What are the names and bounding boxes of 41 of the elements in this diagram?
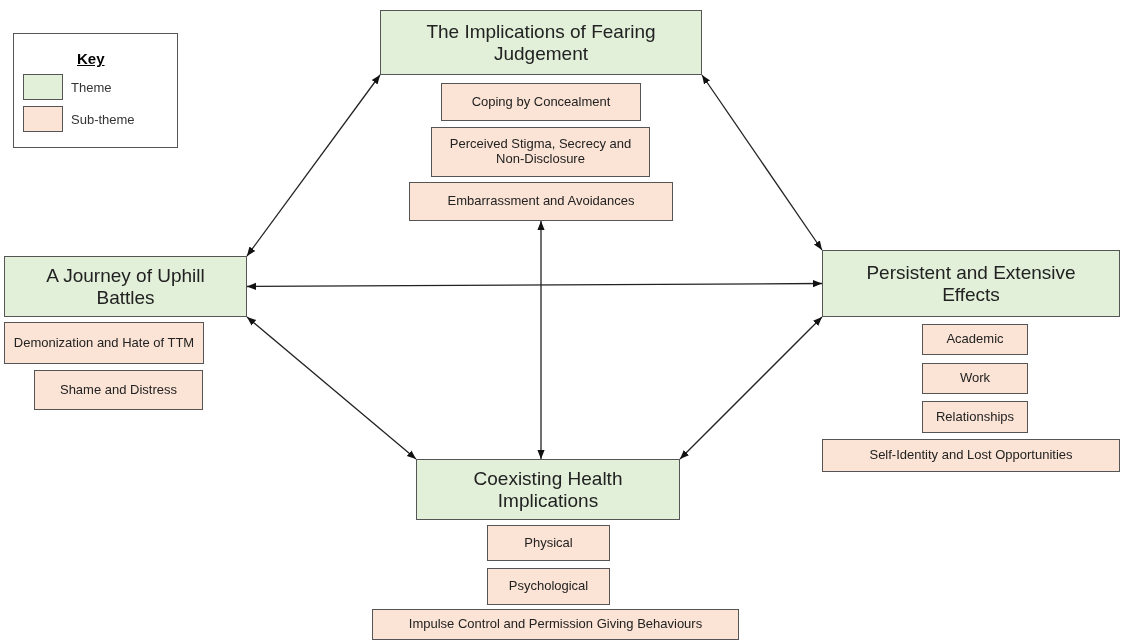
subtheme-label: Demonization and Hate of TTM: [13, 335, 195, 351]
theme-title: Coexisting Health Implications: [472, 467, 624, 512]
subtheme-box: [487, 525, 610, 561]
theme-title: A Journey of Uphill Battles: [45, 264, 206, 309]
theme-box: [416, 459, 680, 520]
subtheme-label: Perceived Stigma, Secrecy and Non-Disclosure: [448, 137, 633, 167]
theme-title: The Implications of Fearing Judgement: [425, 20, 657, 65]
theme-box: [4, 256, 247, 317]
legend-label: Theme: [71, 79, 112, 95]
theme-box: [822, 250, 1120, 317]
subtheme-label: Academic: [946, 332, 1004, 347]
subtheme-box: [431, 127, 650, 177]
subtheme-box: [922, 363, 1028, 394]
subtheme-label: Shame and Distress: [59, 382, 178, 398]
double-arrow: [246, 279, 823, 291]
subtheme-box: [4, 322, 204, 364]
subtheme-label: Embarrassment and Avoidances: [447, 194, 635, 209]
subtheme-box: [409, 182, 673, 221]
subtheme-label: Relationships: [935, 409, 1014, 425]
theme-title: Persistent and Extensive Effects: [865, 261, 1077, 306]
subtheme-box: [34, 370, 203, 410]
subtheme-box: [441, 83, 641, 121]
subtheme-label: Work: [959, 371, 991, 386]
subtheme-label: Coping by Concealment: [471, 94, 611, 110]
subtheme-label: Impulse Control and Permission Giving Behaviours: [408, 617, 703, 632]
legend-label: Sub-theme: [71, 111, 135, 127]
theme-box: [380, 10, 702, 75]
subtheme-box: [487, 568, 610, 605]
subtheme-box: [922, 324, 1028, 355]
subtheme-label: Psychological: [508, 579, 589, 594]
subtheme-box: [372, 609, 739, 640]
double-arrow: [679, 316, 823, 460]
double-arrow: [537, 220, 545, 460]
double-arrow: [246, 74, 381, 257]
double-arrow: [701, 74, 823, 251]
legend-title: Key: [77, 50, 105, 67]
subtheme-box: [822, 439, 1120, 472]
double-arrow: [246, 316, 417, 460]
subtheme-label: Self-Identity and Lost Opportunities: [869, 448, 1073, 463]
subtheme-box: [922, 401, 1028, 433]
subtheme-label: Physical: [524, 535, 573, 551]
